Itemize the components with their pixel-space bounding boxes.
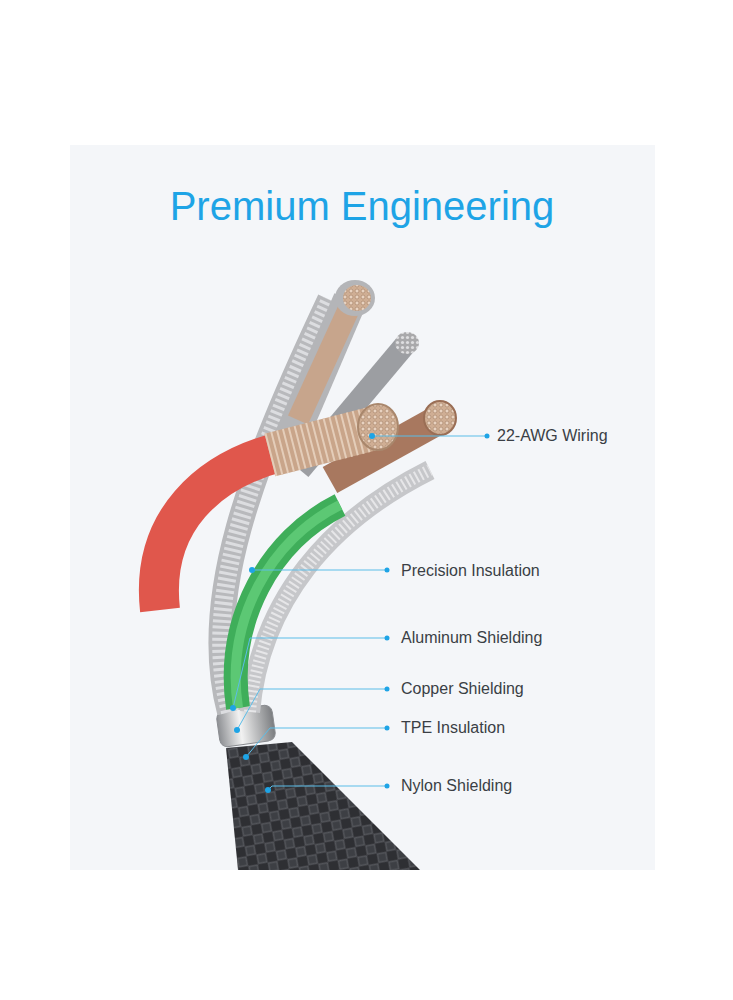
leader-lines — [233, 436, 486, 790]
wire-end — [358, 404, 398, 450]
red-wire — [159, 452, 280, 610]
title: Premium Engineering — [170, 184, 555, 229]
callout-label: Precision Insulation — [401, 562, 540, 580]
wire-end — [395, 332, 419, 354]
panel — [70, 145, 655, 870]
callout-label: 22-AWG Wiring — [497, 427, 608, 445]
wire-end — [343, 285, 371, 311]
green-wire — [236, 505, 340, 708]
green-wire-highlight — [236, 505, 340, 708]
nylon-braid — [226, 742, 420, 870]
wire-end — [335, 280, 375, 316]
callout-label: Aluminum Shielding — [401, 629, 542, 647]
callout-label: TPE Insulation — [401, 719, 505, 737]
copper-strands — [298, 302, 352, 420]
wire-end — [424, 401, 456, 435]
leader-dots — [230, 433, 490, 793]
callout-label: Nylon Shielding — [401, 777, 512, 795]
callout-label: Copper Shielding — [401, 680, 524, 698]
